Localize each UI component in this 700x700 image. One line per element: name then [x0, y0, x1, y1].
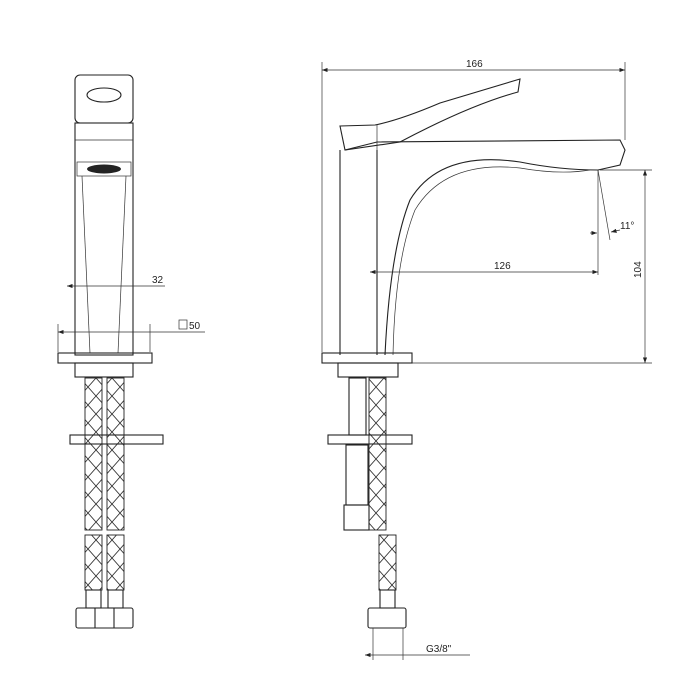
mounting-plate-side	[327, 434, 413, 445]
handle-front	[74, 74, 134, 124]
lever-handle	[339, 78, 521, 151]
spout	[344, 139, 626, 356]
side-view: 166 104 11° 126	[321, 59, 652, 660]
mounting-plate-front	[69, 434, 164, 445]
dim-overall-length: 166	[466, 59, 483, 70]
nut-side	[367, 607, 407, 629]
hose-left	[84, 377, 103, 531]
hose-right	[106, 377, 125, 531]
hose-side	[368, 377, 387, 531]
body-side	[339, 150, 378, 355]
aerator	[87, 164, 121, 174]
nuts-front	[75, 607, 134, 629]
handle-logo-oval	[86, 87, 122, 103]
square-symbol-icon	[178, 319, 188, 330]
body-front	[74, 122, 134, 356]
dim-base-square: 50	[189, 321, 201, 332]
dim-body-width: 32	[152, 275, 164, 286]
dim-spout-angle: 11°	[620, 221, 634, 232]
dim-connection-thread: G3/8"	[426, 644, 452, 655]
dim-spout-height: 104	[633, 261, 644, 278]
dim-spout-reach: 126	[494, 261, 511, 272]
threaded-rod	[345, 444, 369, 506]
front-view: 32 50	[57, 74, 205, 629]
